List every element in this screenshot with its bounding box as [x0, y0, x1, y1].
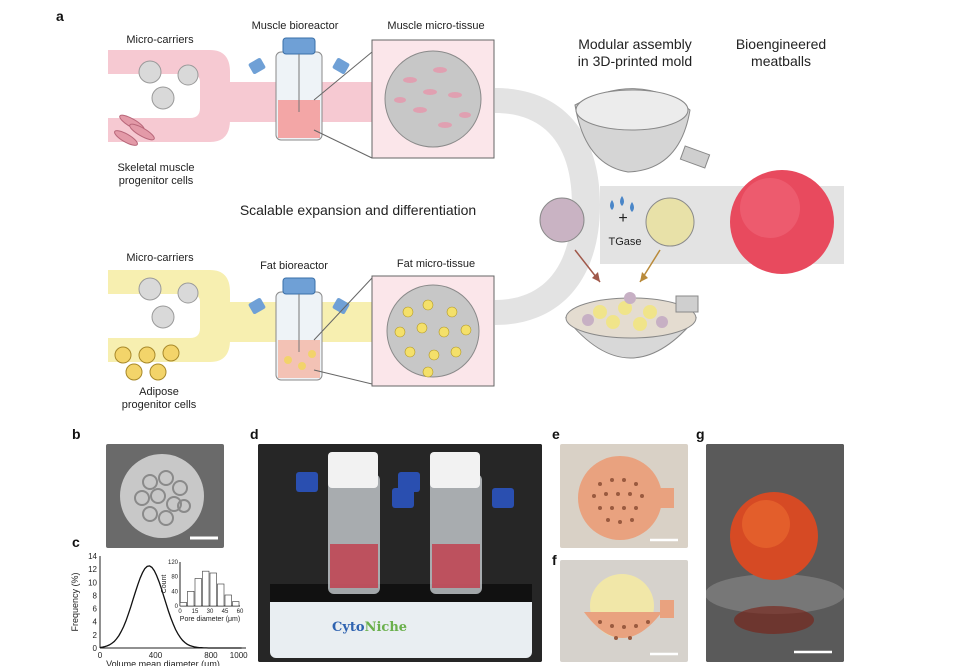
inset-x-tick: 0: [178, 609, 182, 615]
x-tick-label: 1000: [230, 651, 248, 660]
zoom-line: [313, 51, 373, 101]
y-axis-label: Frequency (%): [70, 572, 80, 631]
inset-x-tick: 30: [207, 609, 214, 615]
mold-photo: [560, 444, 688, 548]
inset-y-tick: 40: [171, 589, 178, 595]
inset-x-tick: 45: [222, 609, 229, 615]
fat-bioreactor-label: Fat bioreactor: [260, 260, 328, 272]
fat-stream-left: [108, 270, 230, 362]
panel-label-f: f: [552, 552, 557, 568]
y-tick-label: 6: [93, 605, 98, 614]
assembled-mold-icon: [564, 292, 699, 359]
plus-sign: +: [618, 210, 628, 227]
inset-y-tick: 120: [168, 560, 179, 566]
fat-bioreactor-icon: [248, 277, 350, 381]
x-tick-label: 0: [98, 651, 103, 660]
panel-label-e: e: [552, 426, 560, 442]
top-microcarriers-label: Micro-carriers: [126, 34, 194, 46]
microcarrier-bead: [138, 277, 162, 301]
fat-microtissue-label: Fat micro-tissue: [396, 258, 476, 270]
adipose-cell: [125, 363, 143, 381]
inset-y-tick: 0: [175, 604, 179, 610]
y-tick-label: 14: [88, 552, 97, 561]
microcarrier-bead: [138, 60, 162, 84]
bottom-microcarriers-label: Micro-carriers: [126, 252, 194, 264]
y-tick-label: 2: [93, 631, 98, 640]
x-axis-label: Volume mean diameter (μm): [106, 659, 220, 666]
inset-bar: [232, 601, 240, 607]
panel-label-c: c: [72, 534, 80, 550]
muscle-cell: [114, 130, 138, 146]
muscle-microtissue-label: Muscle micro-tissue: [387, 20, 485, 32]
y-tick-label: 8: [93, 591, 98, 600]
gray-merge-stream: [495, 88, 600, 325]
pipeline-diagram: [108, 37, 844, 387]
microcarrier-bead: [151, 305, 175, 329]
inset-x-label: Pore diameter (μm): [180, 616, 240, 623]
bioreactor-photo: CytoNiche: [258, 444, 542, 662]
muscle-tissue-small: [539, 197, 585, 243]
x-tick-label: 400: [149, 651, 163, 660]
mold-icon: [574, 88, 711, 173]
muscle-microtissue-sphere: [384, 50, 482, 148]
muscle-bioreactor-label: Muscle bioreactor: [251, 20, 339, 32]
panel-label-a: a: [56, 8, 64, 24]
inset-bar: [187, 591, 195, 607]
distribution-curve: [99, 565, 242, 649]
inset-x-tick: 60: [237, 609, 244, 615]
zoom-line: [313, 369, 373, 385]
tgase-label: TGase: [608, 236, 642, 248]
brand-part1: Cyto: [332, 620, 365, 635]
filled-mold-photo: [560, 560, 688, 662]
inset-bar: [194, 578, 202, 607]
inset-bar: [224, 594, 232, 607]
y-tick-label: 4: [93, 618, 98, 627]
inset-y-label: Count: [161, 575, 168, 594]
x-tick-label: 800: [204, 651, 218, 660]
panel-label-g: g: [696, 426, 705, 442]
inset-bar: [209, 572, 217, 607]
inset-bar: [217, 583, 225, 607]
microcarrier-bead: [151, 86, 175, 110]
muscle-stream-left: [108, 50, 230, 142]
y-tick-label: 0: [93, 644, 98, 653]
assembly-label: Modular assembly in 3D-printed mold: [577, 36, 693, 69]
zoom-line: [313, 129, 373, 159]
adipose-cell: [114, 346, 132, 364]
panel-label-d: d: [250, 426, 259, 442]
zoom-line: [313, 277, 373, 341]
brand-part2: Niche: [364, 620, 408, 635]
adipose-cell: [138, 346, 156, 364]
muscle-cells-label: Skeletal muscle progenitor cells: [117, 162, 195, 187]
fat-tissue-small: [645, 197, 695, 247]
meatball-photo: [706, 444, 844, 662]
adipose-cells-label: Adipose progenitor cells: [121, 386, 197, 411]
muscle-bioreactor-icon: [248, 37, 350, 141]
panel-label-b: b: [72, 426, 81, 442]
microcarrier-bead: [177, 64, 199, 86]
inset-y-tick: 80: [171, 575, 178, 581]
microcarrier-bead: [177, 282, 199, 304]
inset-x-tick: 15: [192, 609, 199, 615]
brand-logo: CytoNiche: [332, 620, 407, 635]
y-tick-label: 10: [88, 578, 97, 587]
inset-bar: [179, 602, 187, 607]
center-label: Scalable expansion and differentiation: [239, 202, 477, 218]
y-tick-label: 12: [88, 565, 97, 574]
adipose-cell: [149, 363, 167, 381]
sem-image: [106, 444, 224, 548]
inset-bar: [202, 570, 210, 607]
adipose-cell: [162, 344, 180, 362]
muscle-cell: [129, 123, 155, 141]
water-drops-icon: [610, 196, 634, 212]
product-label: Bioengineered meatballs: [735, 36, 827, 69]
